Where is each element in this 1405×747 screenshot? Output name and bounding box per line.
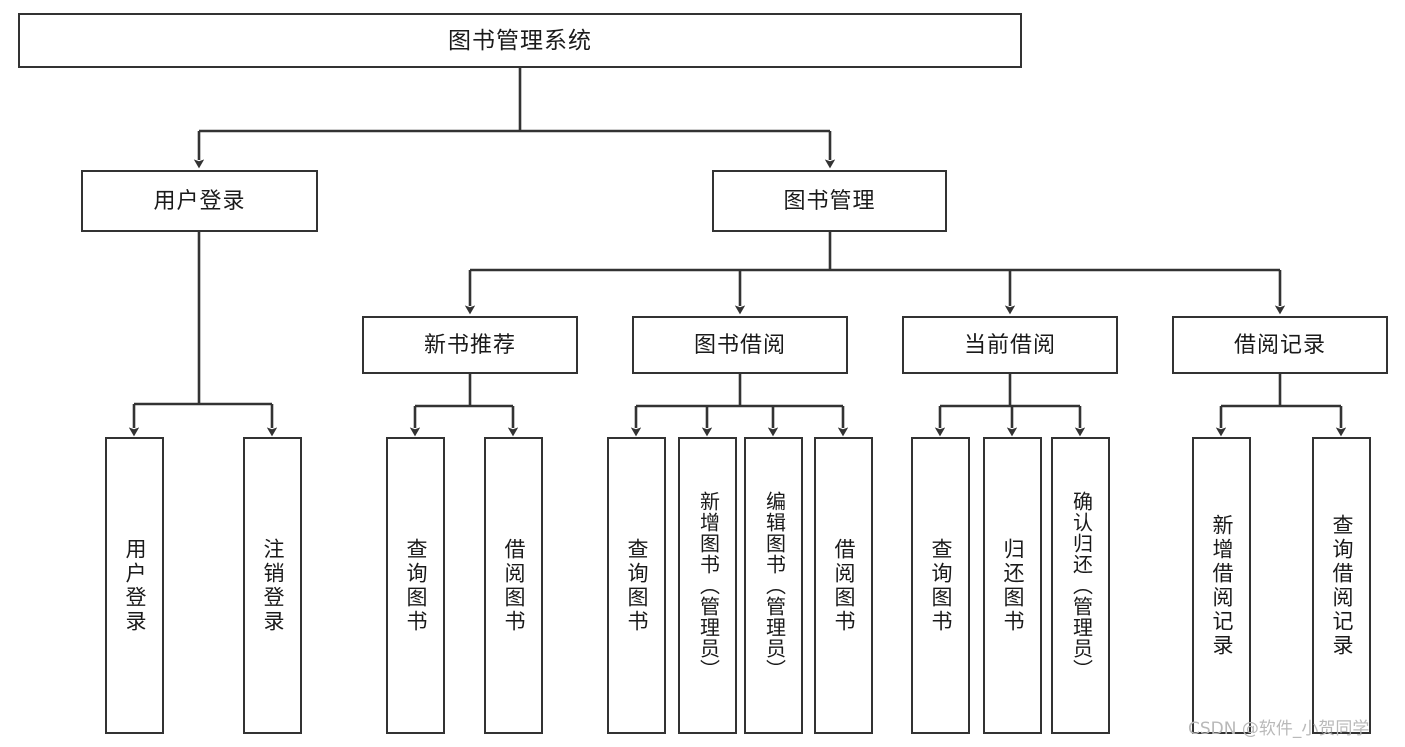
node-root[interactable]: 图书管理系统 xyxy=(18,13,1022,68)
node-book-borrow[interactable]: 图书借阅 xyxy=(632,316,848,374)
leaf-query-book-recommend[interactable]: 查询图书 xyxy=(386,437,445,734)
leaf-return-book[interactable]: 归还图书 xyxy=(983,437,1042,734)
leaf-query-book-current[interactable]: 查询图书 xyxy=(911,437,970,734)
leaf-borrow-book[interactable]: 借阅图书 xyxy=(814,437,873,734)
leaf-add-borrow-record[interactable]: 新增借阅记录 xyxy=(1192,437,1251,734)
leaf-confirm-return-admin[interactable]: 确认归还（管理员） xyxy=(1051,437,1110,734)
leaf-add-book-admin[interactable]: 新增图书（管理员） xyxy=(678,437,737,734)
node-current-borrow[interactable]: 当前借阅 xyxy=(902,316,1118,374)
leaf-query-book[interactable]: 查询图书 xyxy=(607,437,666,734)
leaf-edit-book-admin[interactable]: 编辑图书（管理员） xyxy=(744,437,803,734)
leaf-logout[interactable]: 注销登录 xyxy=(243,437,302,734)
node-book-management[interactable]: 图书管理 xyxy=(712,170,947,232)
node-user-login[interactable]: 用户登录 xyxy=(81,170,318,232)
watermark-text: CSDN @软件_小贺同学 xyxy=(1188,719,1370,739)
node-new-book-recommend[interactable]: 新书推荐 xyxy=(362,316,578,374)
leaf-user-login[interactable]: 用户登录 xyxy=(105,437,164,734)
leaf-borrow-book-recommend[interactable]: 借阅图书 xyxy=(484,437,543,734)
leaf-query-borrow-record[interactable]: 查询借阅记录 xyxy=(1312,437,1371,734)
node-borrow-record[interactable]: 借阅记录 xyxy=(1172,316,1388,374)
